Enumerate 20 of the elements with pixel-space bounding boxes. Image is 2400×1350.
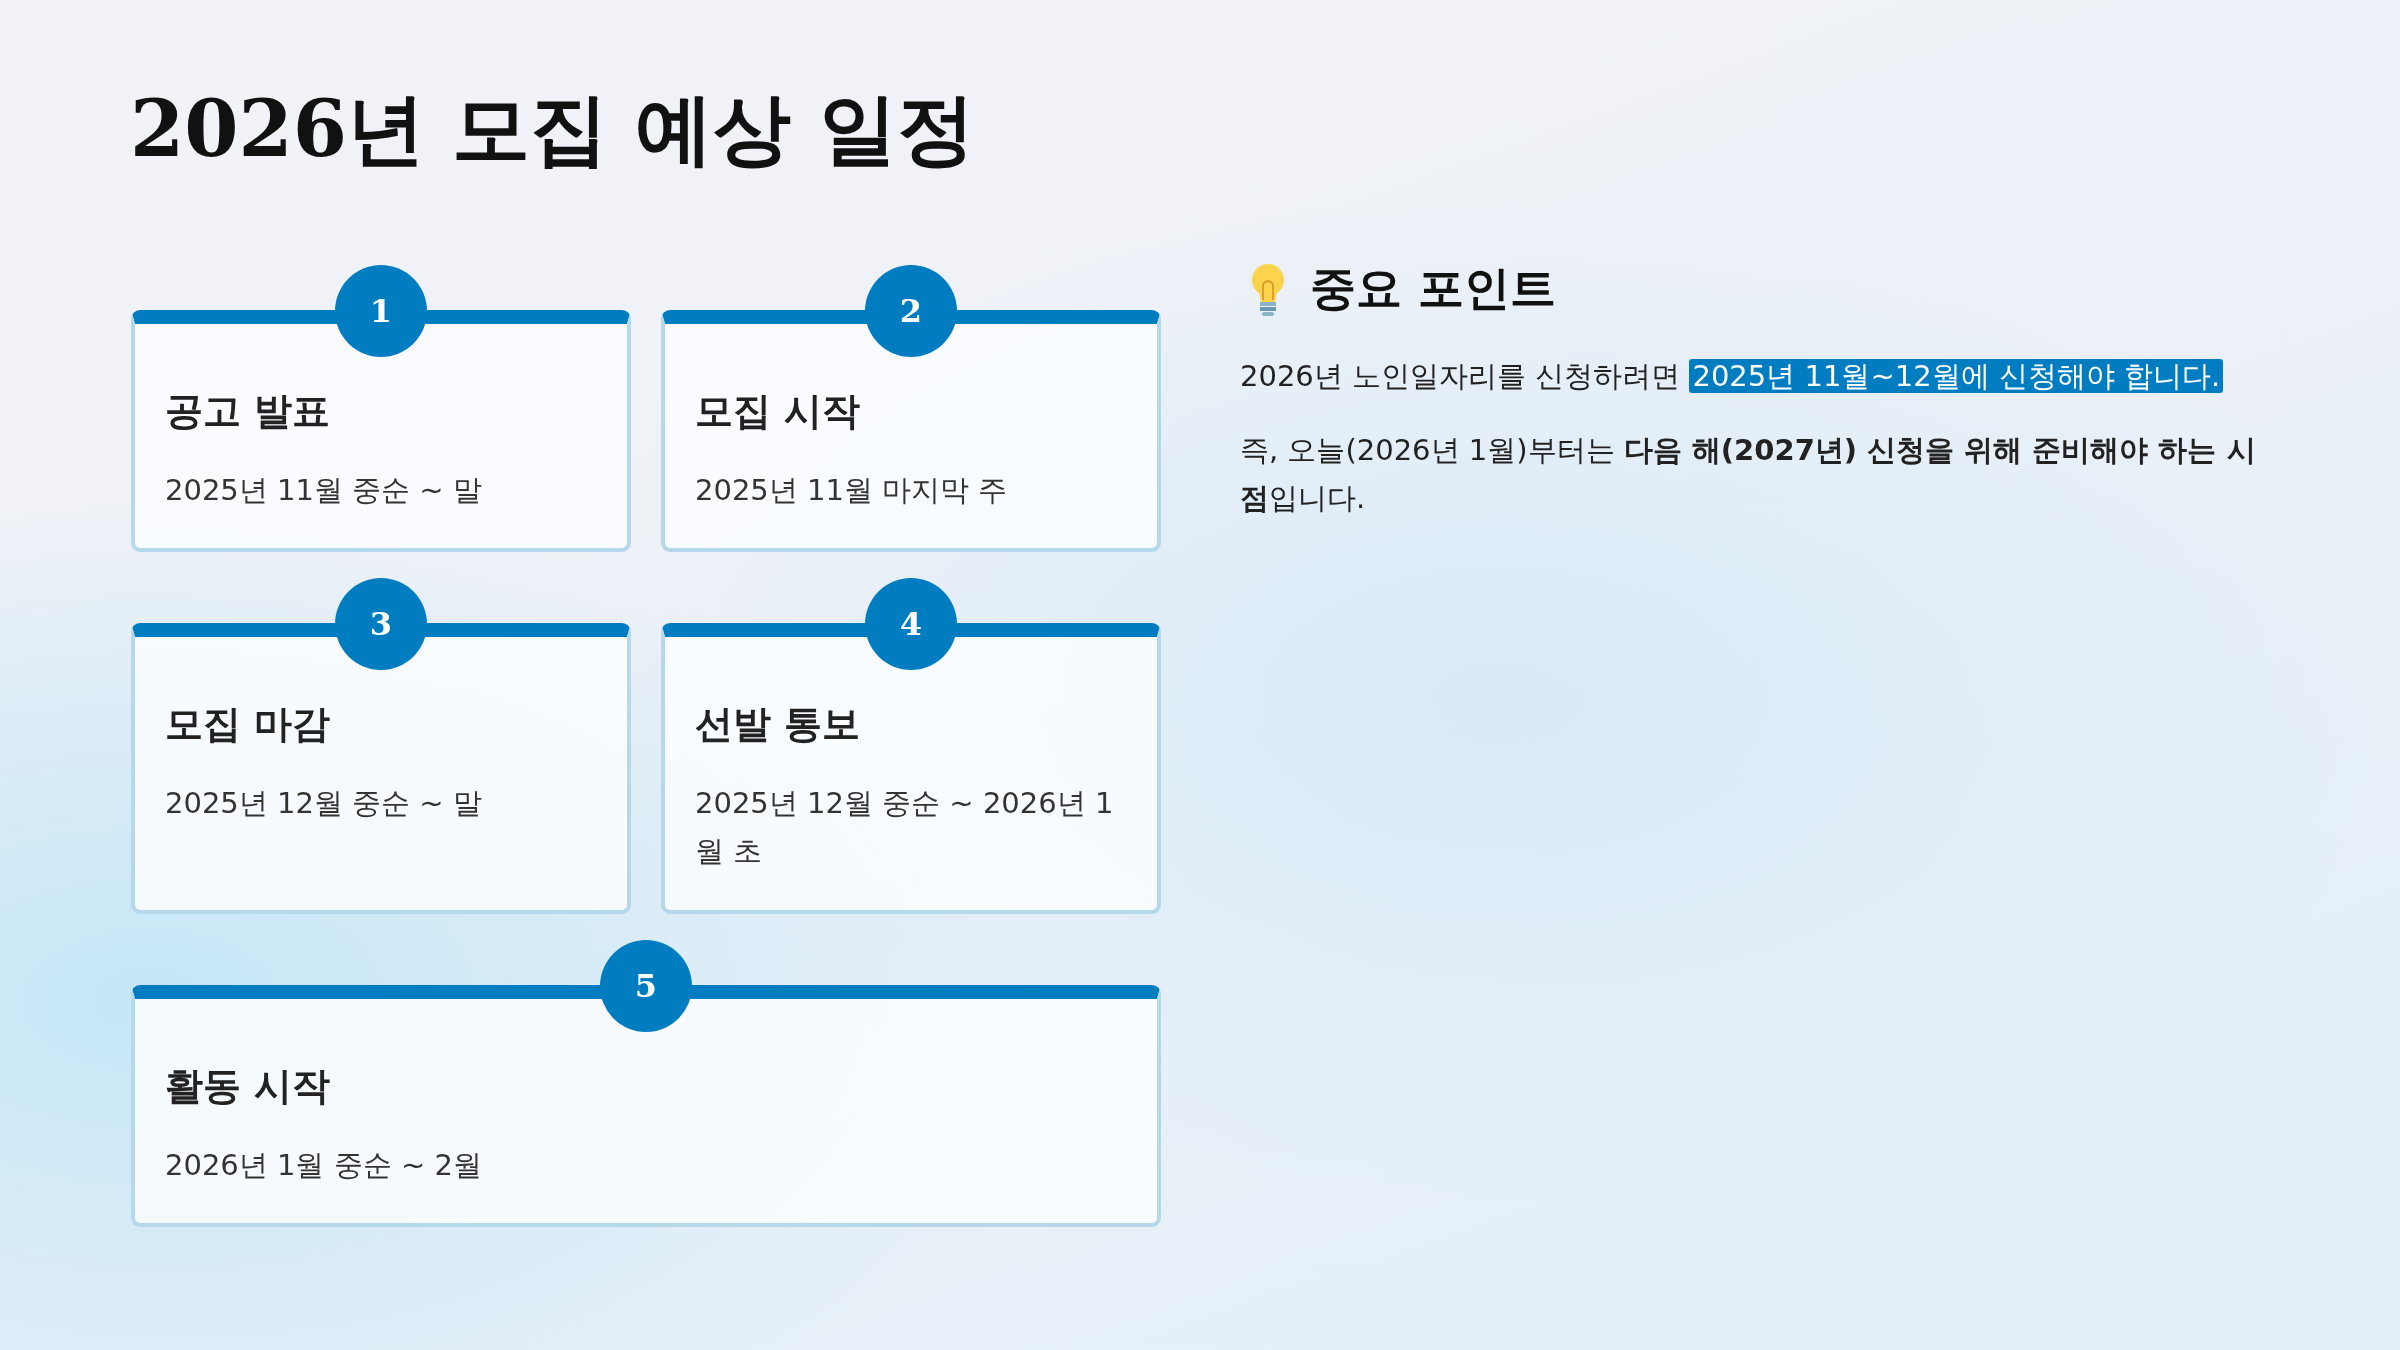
- highlighted-text: 2025년 11월~12월에 신청해야 합니다.: [1689, 359, 2224, 393]
- step-title: 선발 통보: [695, 701, 861, 748]
- step-number: 2: [865, 265, 957, 357]
- step-number: 3: [335, 578, 427, 670]
- step-title: 활동 시작: [165, 1063, 331, 1110]
- step-number: 5: [600, 940, 692, 1032]
- step-title: 모집 마감: [165, 701, 331, 748]
- step-number: 1: [335, 265, 427, 357]
- step-date: 2025년 12월 중순 ~ 말: [165, 785, 483, 822]
- step-date: 2026년 1월 중순 ~ 2월: [165, 1147, 483, 1184]
- body-text: 즉, 오늘(2026년 1월)부터는 다음 해(2027년) 신청을 위해 준비해야 하는 시점입니다.: [1240, 432, 2257, 517]
- step-date: 2025년 11월 중순 ~ 말: [165, 472, 483, 509]
- page-title: 2026년 모집 예상 일정: [130, 82, 975, 176]
- step-title: 공고 발표: [165, 388, 331, 435]
- step-number: 4: [865, 578, 957, 670]
- body-text: 2026년 노인일자리를 신청하려면: [1240, 359, 1681, 393]
- step-title: 모집 시작: [695, 388, 861, 435]
- step-date: 2025년 11월 마지막 주: [695, 472, 1009, 509]
- section-heading: 중요 포인트: [1310, 260, 1556, 317]
- step-date: 2025년 12월 중순 ~ 2026년 1월 초: [695, 785, 1115, 870]
